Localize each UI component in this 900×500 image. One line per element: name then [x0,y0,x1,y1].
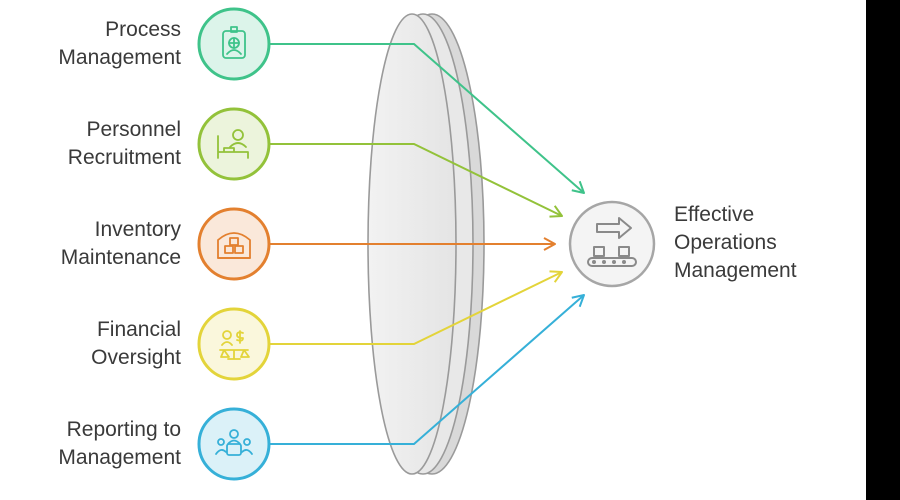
connector-arrowhead [571,294,585,308]
diagram-canvas: Process Management Personnel Recruitment… [0,0,866,500]
recruitment-icon [217,129,249,159]
label-effective-operations-management: Effective Operations Management [674,203,797,282]
connector-line [270,143,563,217]
input-node [197,107,271,181]
label-financial-oversight: Financial Oversight [91,318,181,369]
id-badge-icon [222,26,246,59]
input-circles [197,7,271,481]
meeting-icon [215,429,253,456]
connector-arrowhead [549,205,563,218]
finance-scale-icon [219,330,250,360]
input-node [197,407,271,481]
connector-line [270,294,585,445]
conveyor-icon [587,217,637,267]
input-node [197,7,271,81]
connector-line [270,271,563,345]
label-inventory-maintenance: Inventory Maintenance [60,218,181,269]
output-node [568,200,656,288]
output-circle [568,200,656,288]
connector-line [270,43,585,194]
connector-arrowhead [549,270,563,283]
label-personnel-recruitment: Personnel Recruitment [67,118,181,169]
connectors [270,43,585,445]
label-process-management: Process Management [58,18,181,69]
input-circle [197,307,271,381]
input-node [197,207,271,281]
warehouse-icon [217,232,251,259]
input-circle [197,207,271,281]
label-reporting-to-management: Reporting to Management [58,418,181,469]
connector-arrowhead [571,180,585,194]
diagram-svg [197,7,656,481]
connector-arrowhead [543,237,556,251]
input-node [197,307,271,381]
